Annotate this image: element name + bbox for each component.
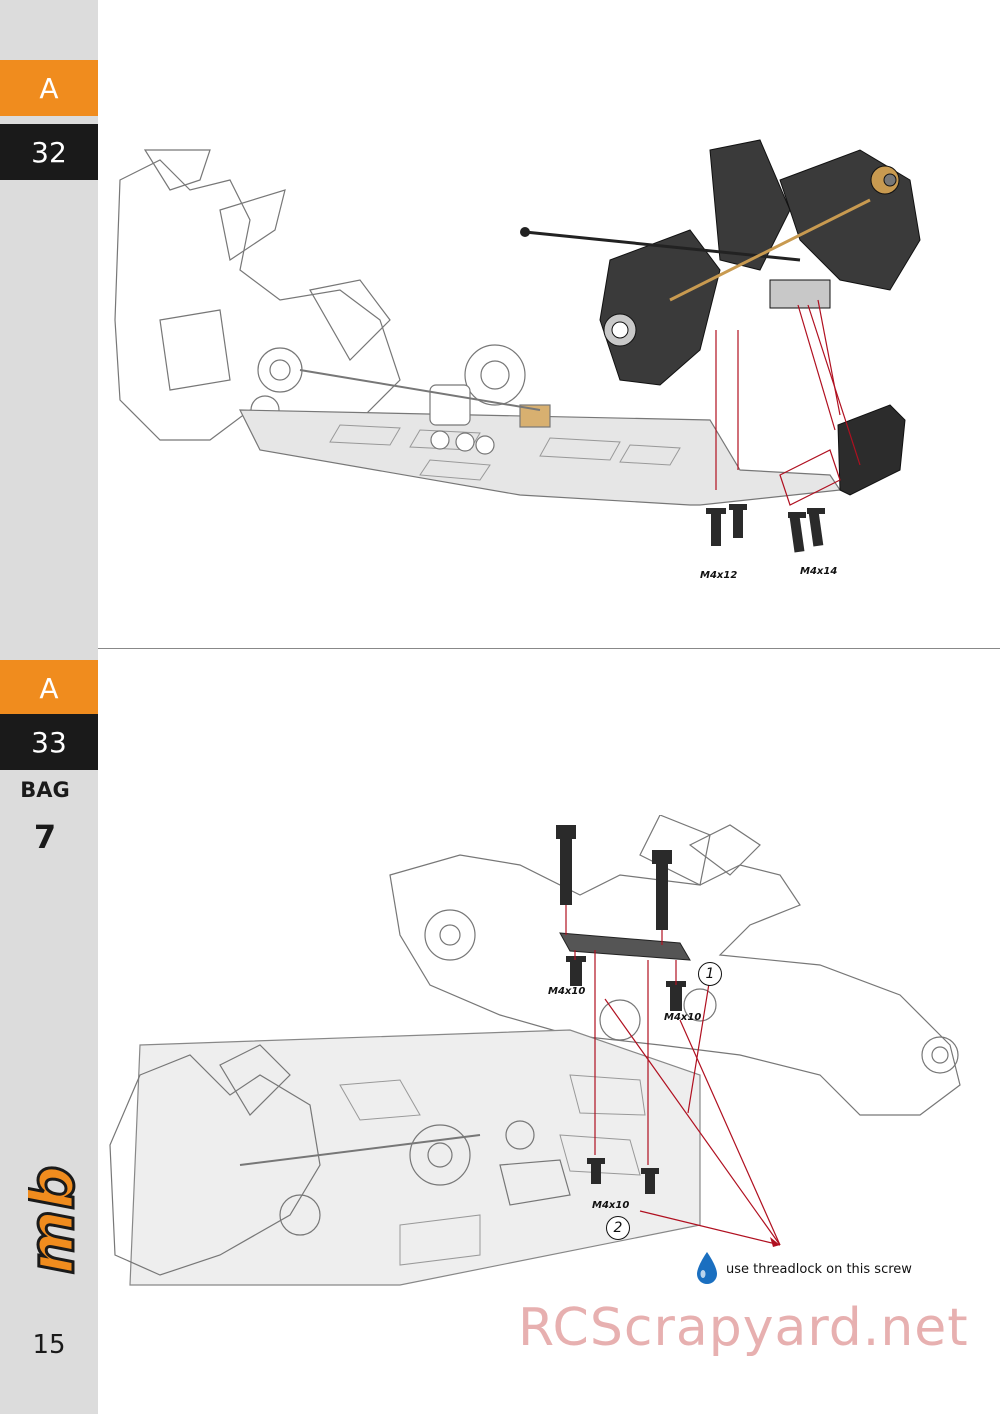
page-number: 15	[32, 1330, 66, 1360]
screw-label-m4x12: M4x12	[700, 570, 738, 581]
step-letter-32: A	[0, 60, 98, 116]
step32-assembly-drawing	[114, 139, 921, 553]
bag-number: 7	[33, 818, 57, 856]
callout-2: 2	[606, 1216, 630, 1240]
callout-1: 1	[698, 962, 722, 986]
screw-label-m4x10-top-left: M4x10	[548, 986, 586, 997]
step33-assembly-drawing	[109, 815, 961, 1286]
brand-logo-icon: mb	[28, 1164, 88, 1276]
watermark: RCScrapyard.net	[518, 1298, 969, 1358]
step-number-33: 33	[0, 714, 98, 770]
step-divider	[98, 648, 1000, 649]
bag-label: BAG	[20, 778, 70, 802]
threadlock-note: use threadlock on this screw	[726, 1262, 912, 1277]
logo-text: mb	[28, 1166, 88, 1275]
screw-label-m4x10-bottom: M4x10	[592, 1200, 630, 1211]
threadlock-drop-icon	[697, 1252, 717, 1284]
step-number-32: 32	[0, 124, 98, 180]
screw-label-m4x14: M4x14	[800, 566, 838, 577]
screw-label-m4x10-top-right: M4x10	[664, 1012, 702, 1023]
step-letter-33: A	[0, 660, 98, 716]
